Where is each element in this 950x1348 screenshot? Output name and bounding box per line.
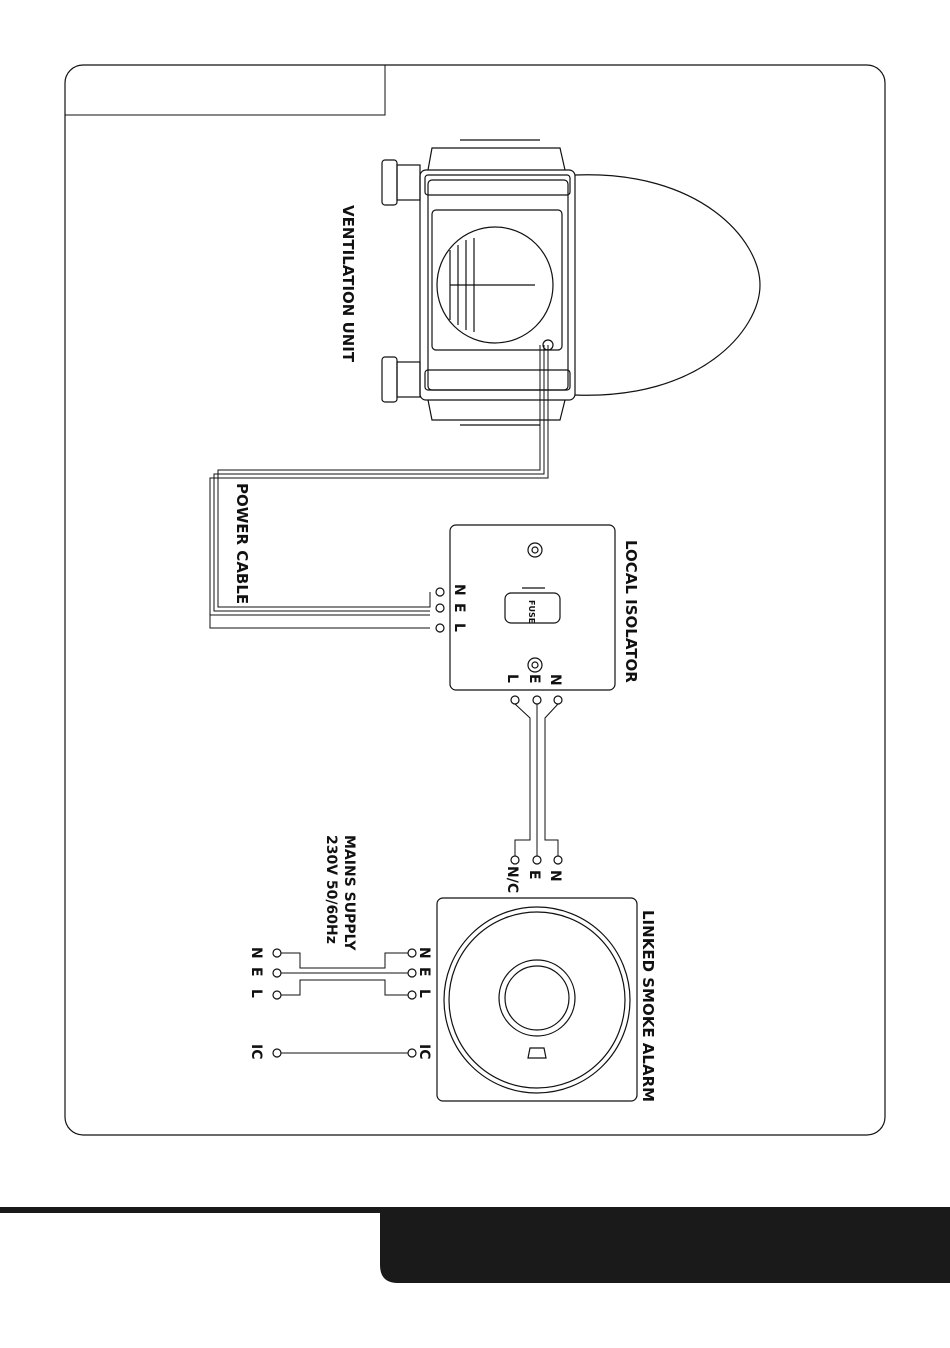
isolator-bottom-l: L: [504, 674, 520, 683]
mains-n: N: [248, 947, 264, 959]
isolator-bottom-terminals: [511, 696, 562, 704]
alarm-top-terminals: [511, 856, 562, 864]
mains-ic: IC: [248, 1044, 264, 1059]
alarm-left-ic: IC: [416, 1044, 432, 1059]
alarm-left-n: N: [416, 947, 432, 959]
diagram-frame: [65, 65, 885, 1135]
local-isolator-label: LOCAL ISOLATOR: [622, 540, 640, 683]
isolator-to-alarm-wires: [515, 704, 558, 856]
power-cable: [210, 345, 548, 628]
title-box: [65, 65, 385, 115]
mains-terminals: [273, 949, 281, 1057]
fuse-label: FUSE: [527, 600, 536, 623]
mains-supply-label-line1: MAINS SUPPLY: [341, 835, 357, 951]
alarm-top-n: N: [547, 870, 563, 882]
smoke-alarm: [437, 898, 637, 1101]
ventilation-unit-label: VENTILATION UNIT: [339, 205, 357, 363]
mains-l: L: [248, 989, 264, 998]
isolator-side-e: E: [451, 603, 467, 613]
ventilation-unit: [382, 140, 760, 425]
linked-smoke-alarm-label: LINKED SMOKE ALARM: [639, 910, 657, 1102]
power-cable-label: POWER CABLE: [233, 483, 251, 604]
alarm-left-terminals: [408, 949, 416, 1057]
footer-bar: [380, 1207, 950, 1283]
mains-wires: [281, 953, 408, 1053]
alarm-left-e: E: [416, 967, 432, 977]
isolator-side-l: L: [451, 623, 467, 632]
isolator-side-terminals: [436, 588, 444, 632]
alarm-left-l: L: [416, 989, 432, 998]
isolator-bottom-n: N: [547, 674, 563, 686]
alarm-top-e: E: [526, 870, 542, 880]
alarm-top-nc: N/C: [504, 866, 520, 893]
mains-e: E: [248, 967, 264, 977]
mains-supply-label-line2: 230V 50/60Hz: [323, 835, 339, 944]
isolator-bottom-e: E: [526, 674, 542, 684]
isolator-side-n: N: [451, 584, 467, 596]
footer-rule: [0, 1207, 380, 1213]
